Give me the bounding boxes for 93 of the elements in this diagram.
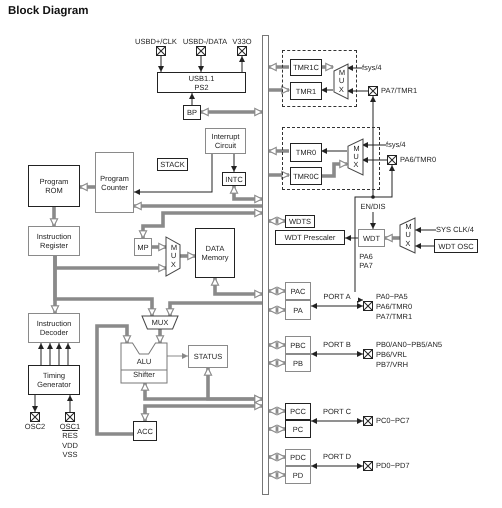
bus-arrow [53, 256, 156, 317]
process-box [285, 449, 311, 466]
arrow [38, 342, 44, 366]
arrow [166, 353, 188, 359]
arrow [47, 342, 53, 366]
bus-arrow [268, 358, 286, 368]
process-box [285, 403, 311, 420]
process-box [285, 300, 311, 320]
arrow [362, 157, 388, 163]
process-box [358, 229, 385, 247]
process-box [134, 238, 152, 256]
process-box [205, 128, 246, 154]
arrow [362, 142, 386, 148]
arrow [158, 56, 164, 72]
process-box [434, 239, 478, 253]
arrow [67, 394, 73, 412]
arrow [344, 235, 358, 241]
bus-arrow [268, 306, 286, 314]
arrow [354, 164, 395, 303]
bus-arrow [138, 208, 263, 239]
bus-arrow [268, 340, 286, 350]
bus-arrow [268, 286, 286, 296]
process-box [285, 466, 311, 484]
arrow [320, 87, 334, 93]
process-box [195, 228, 235, 278]
arrow [310, 303, 364, 309]
bus-arrow [321, 160, 348, 178]
bus-arrow [268, 216, 286, 226]
bus-arrow [268, 406, 286, 416]
arrow [310, 418, 364, 424]
bus-arrow [200, 108, 263, 116]
bus-arrow [140, 382, 263, 404]
process-box [285, 215, 315, 228]
process-box [290, 143, 322, 162]
bus-arrow [268, 62, 289, 72]
process-box [188, 345, 228, 368]
bus-arrow [152, 242, 167, 252]
bus-arrow [79, 182, 95, 192]
arrow [320, 148, 348, 154]
dashed-frame [282, 127, 380, 190]
arrow [414, 227, 436, 233]
arrow [310, 463, 364, 469]
bus-arrow [268, 146, 289, 156]
process-box [290, 59, 322, 76]
arrow [310, 351, 364, 357]
arrow [198, 56, 204, 72]
arrow [65, 342, 71, 366]
arrow [189, 92, 195, 106]
bus-arrow [268, 424, 286, 434]
bus-arrow [166, 301, 262, 317]
process-box [157, 158, 188, 171]
bus-arrow [384, 234, 400, 242]
process-box [290, 167, 322, 185]
process-box [222, 172, 246, 186]
bus-arrow [95, 324, 133, 436]
bus-arrow [321, 62, 334, 72]
process-box [28, 165, 80, 207]
bus-arrow [230, 185, 263, 204]
bus-arrow [210, 277, 263, 298]
arrow [370, 212, 376, 230]
process-box [275, 230, 345, 245]
bus-arrow [268, 452, 286, 462]
process-box [285, 336, 311, 354]
arrow [56, 342, 62, 366]
arrow [239, 56, 245, 72]
process-box [95, 152, 134, 213]
bus-bar [262, 35, 269, 495]
arrow [346, 65, 362, 71]
bus-arrow [140, 402, 263, 422]
bus-arrow [268, 470, 286, 480]
process-box [285, 420, 311, 438]
diagram-title: Block Diagram [8, 5, 89, 17]
bus-arrow [269, 170, 290, 180]
bus-arrow [269, 86, 290, 94]
process-box [290, 82, 322, 100]
arrow [32, 394, 38, 412]
process-box [133, 421, 157, 441]
arrow [346, 88, 368, 94]
bus-arrow [180, 252, 196, 260]
process-box [28, 365, 80, 395]
arrow [134, 154, 212, 195]
bus-arrow [50, 207, 58, 227]
dashed-frame [282, 50, 357, 107]
process-box [28, 226, 80, 256]
process-box [28, 313, 80, 343]
process-box [157, 72, 246, 93]
bus-arrow [156, 329, 164, 344]
arrow [231, 154, 237, 172]
arrow [414, 243, 434, 249]
process-box [183, 105, 201, 120]
process-box [285, 354, 311, 372]
process-box [285, 282, 311, 300]
bus-arrow [133, 202, 262, 210]
